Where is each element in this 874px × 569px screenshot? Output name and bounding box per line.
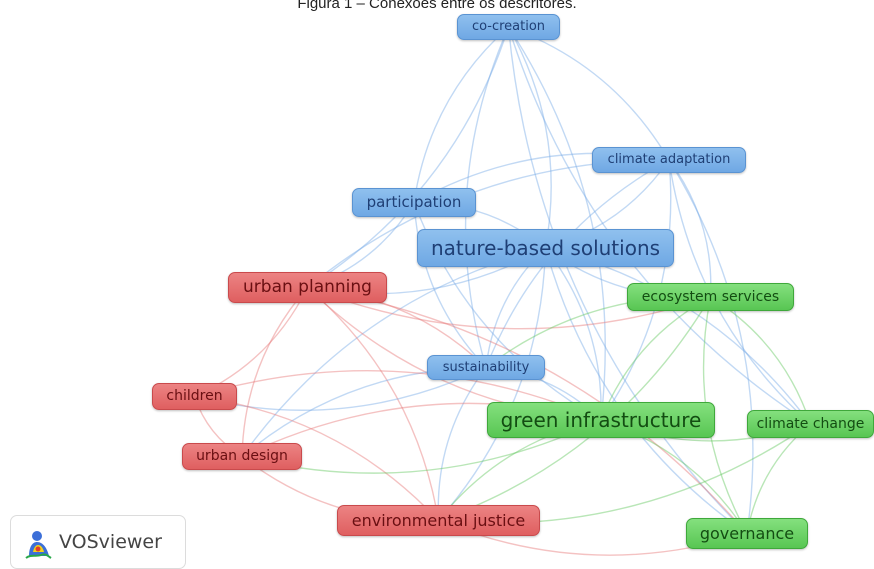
figure-caption: Figura 1 – Conexões entre os descritores… [297,0,577,12]
vosviewer-logo: VOSviewer [10,515,186,569]
node-environmental-justice[interactable]: environmental justice [337,505,540,536]
link-climate-adaptation-urban-planning [307,159,670,289]
node-urban-planning[interactable]: urban planning [228,272,387,303]
link-co-creation-participation [413,26,509,203]
link-participation-sustainability [413,202,487,368]
link-co-creation-urban-planning [307,26,510,289]
link-climate-adaptation-ecosystem-services [668,159,712,298]
node-children[interactable]: children [152,383,237,410]
link-co-creation-green-infrastructure [507,26,606,421]
node-co-creation[interactable]: co-creation [457,14,560,40]
link-urban-planning-children [194,287,309,398]
link-co-creation-governance [507,26,748,534]
link-urban-planning-urban-design [241,287,309,457]
node-climate-change[interactable]: climate change [747,410,874,438]
link-nature-based-solutions-climate-change [545,247,812,425]
vosviewer-brand-name: VOSviewer [59,531,162,553]
node-ecosystem-services[interactable]: ecosystem services [627,283,794,311]
node-climate-adaptation[interactable]: climate adaptation [592,147,746,173]
link-urban-planning-ecosystem-services [307,286,711,330]
link-co-creation-nature-based-solutions [507,26,552,249]
node-urban-design[interactable]: urban design [182,443,302,470]
link-urban-planning-green-infrastructure [307,286,602,421]
vosviewer-logo-icon [25,531,52,559]
link-children-green-infrastructure [194,370,602,421]
node-green-infrastructure[interactable]: green infrastructure [487,402,715,438]
node-governance[interactable]: governance [686,518,808,549]
node-participation[interactable]: participation [352,188,476,217]
node-sustainability[interactable]: sustainability [427,355,545,380]
node-nature-based-solutions[interactable]: nature-based solutions [417,229,674,267]
link-sustainability-environmental-justice [437,367,487,521]
link-climate-adaptation-governance [668,159,754,534]
link-urban-planning-environmental-justice [307,286,440,521]
link-nature-based-solutions-environmental-justice [437,247,547,521]
link-co-creation-climate-change [507,26,811,425]
